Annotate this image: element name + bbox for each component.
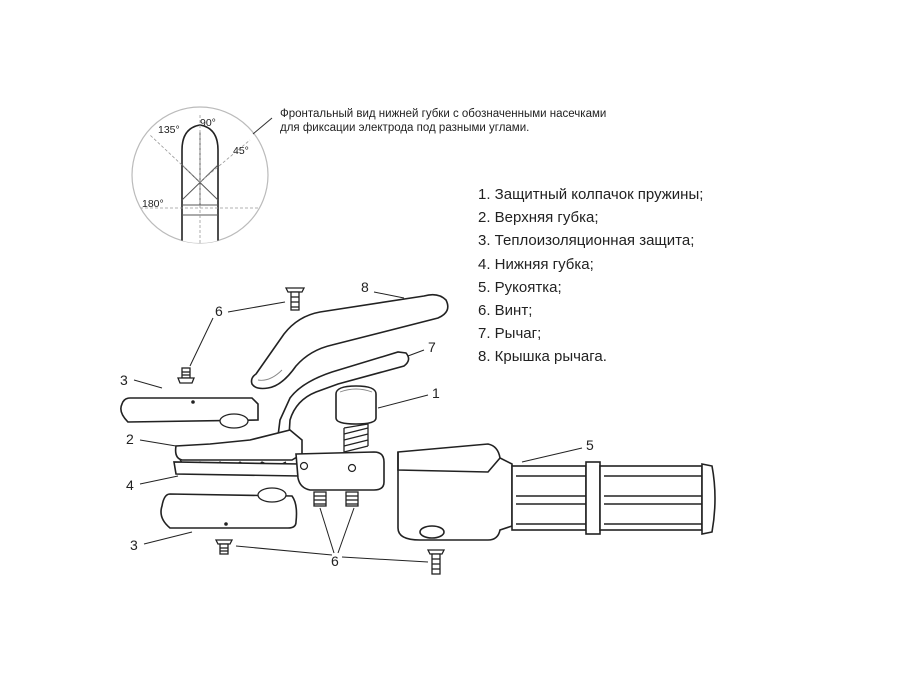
legend-item-5: 5. Рукоятка; <box>478 278 562 296</box>
callout-numbers: 8 7 1 5 6 3 2 4 3 6 <box>120 279 594 569</box>
callout-3-bottom: 3 <box>130 537 138 553</box>
legend-item-3: 3. Теплоизоляционная защита; <box>478 232 695 250</box>
callout-1: 1 <box>432 385 440 401</box>
parts-legend: 1. Защитный колпачок пружины; 2. Верхняя… <box>478 183 703 369</box>
inset-caption-line-1: Фронтальный вид нижней губки с обозначен… <box>280 108 607 120</box>
callout-5: 5 <box>586 437 594 453</box>
screw-top <box>284 287 306 311</box>
legend-item-2: 2. Верхняя губка; <box>478 209 599 227</box>
jaw-hinge-block <box>295 451 385 491</box>
callout-4: 4 <box>126 477 134 493</box>
callout-6-top: 6 <box>215 303 223 319</box>
inset-caption: Фронтальный вид нижней губки с обозначен… <box>280 107 660 135</box>
legend-item-8: 8. Крышка рычага. <box>478 348 607 366</box>
inset-caption-line-2: для фиксации электрода под разными углам… <box>280 122 530 134</box>
jaw-front-view-inset: 135° 90° 45° 180° <box>131 106 273 244</box>
screw-bottom-right <box>426 549 446 575</box>
callout-2: 2 <box>126 431 134 447</box>
lever-cover-part <box>250 293 449 390</box>
callout-leaders <box>133 291 583 563</box>
lever-part <box>275 351 410 453</box>
callout-6-bottom: 6 <box>331 553 339 569</box>
callout-7: 7 <box>428 339 436 355</box>
upper-jaw-part <box>174 429 303 461</box>
inset-caption-leader <box>252 117 273 135</box>
spring-cap-part <box>335 385 377 425</box>
insulation-upper-oval <box>219 413 249 429</box>
heat-insulation-lower-part <box>160 493 298 529</box>
legend-item-6: 6. Винт; <box>478 302 533 320</box>
callout-3-top: 3 <box>120 372 128 388</box>
handle-part <box>397 443 716 541</box>
angle-label-90: 90° <box>200 117 216 129</box>
spring <box>343 423 369 453</box>
callout-8: 8 <box>361 279 369 295</box>
screw-bottom-left <box>214 539 234 555</box>
threaded-studs <box>313 491 359 507</box>
angle-label-45: 45° <box>233 145 249 157</box>
angle-label-180: 180° <box>142 198 164 210</box>
legend-item-4: 4. Нижняя губка; <box>478 255 594 273</box>
insulation-lower-oval <box>257 487 287 503</box>
lower-jaw-part <box>173 461 305 477</box>
legend-item-7: 7. Рычаг; <box>478 325 542 343</box>
legend-item-1: 1. Защитный колпачок пружины; <box>478 186 704 203</box>
angle-label-135: 135° <box>158 124 180 136</box>
screw-left <box>177 367 195 384</box>
